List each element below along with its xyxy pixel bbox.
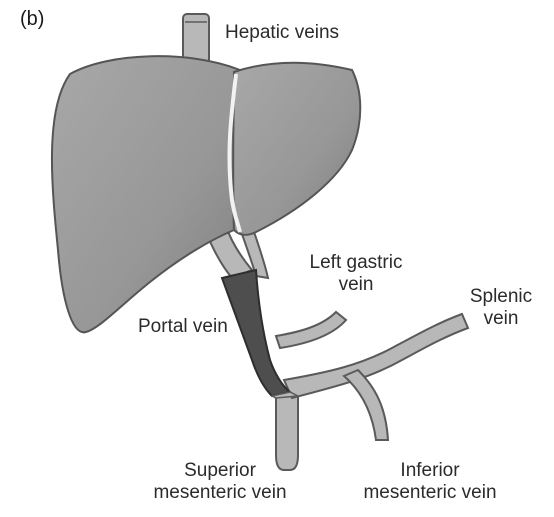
label-left-gastric-vein: Left gastric vein (296, 252, 416, 296)
inferior-mesenteric-vein-vessel (344, 370, 388, 440)
left-gastric-vein-vessel (276, 312, 346, 348)
panel-label: (b) (20, 8, 44, 30)
label-superior-mesenteric-vein-line1: Superior (140, 460, 300, 482)
superior-mesenteric-vein-vessel (276, 392, 298, 470)
liver-left-lobe (233, 63, 360, 235)
label-superior-mesenteric-vein: Superior mesenteric vein (140, 460, 300, 504)
liver-right-lobe (52, 56, 240, 332)
label-splenic-vein-line1: Splenic (456, 286, 546, 308)
label-inferior-mesenteric-vein-line2: mesenteric vein (350, 482, 510, 504)
label-superior-mesenteric-vein-line2: mesenteric vein (140, 482, 300, 504)
label-left-gastric-vein-line1: Left gastric (296, 252, 416, 274)
label-splenic-vein-line2: vein (456, 308, 546, 330)
label-hepatic-veins: Hepatic veins (225, 22, 339, 44)
label-portal-vein: Portal vein (138, 316, 228, 338)
label-splenic-vein: Splenic vein (456, 286, 546, 330)
label-left-gastric-vein-line2: vein (296, 274, 416, 296)
label-inferior-mesenteric-vein: Inferior mesenteric vein (350, 460, 510, 504)
label-inferior-mesenteric-vein-line1: Inferior (350, 460, 510, 482)
